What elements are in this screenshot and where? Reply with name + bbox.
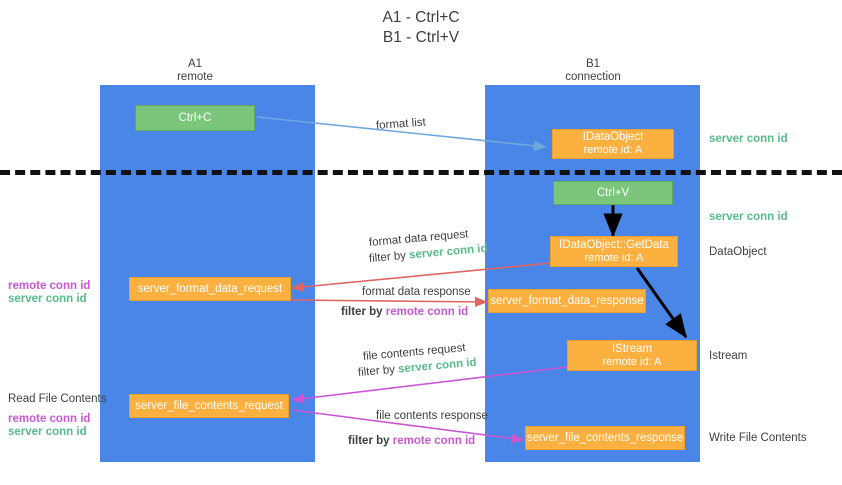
box-idataobject-getdata[interactable]: IDataObject::GetData remote id: A <box>550 236 678 267</box>
box-server-file-contents-request-label: server_file_contents_request <box>135 399 283 412</box>
box-server-file-contents-response[interactable]: server_file_contents_response <box>525 426 685 450</box>
arrow-file-contents-request <box>291 366 568 404</box>
note-server-conn-id-left-mid: server conn id <box>8 293 87 305</box>
note-istream: Istream <box>709 350 748 362</box>
arrow-format-list <box>256 116 547 151</box>
arrow-format-data-request <box>291 262 552 292</box>
note-remote-conn-id-mid: remote conn id <box>8 280 91 292</box>
lane-header-b1: B1 connection <box>523 58 663 84</box>
note-data-object: DataObject <box>709 246 767 258</box>
box-ctrl-c-label: Ctrl+C <box>178 111 212 124</box>
phase-divider <box>0 170 842 175</box>
title-line-2: B1 - Ctrl+V <box>382 29 460 46</box>
edge-label-file-contents-response-filter: filter by remote conn id <box>348 434 475 448</box>
lane-b1-sub: connection <box>565 71 621 83</box>
edge-label-format-data-response-filter: filter by remote conn id <box>341 305 468 319</box>
note-server-conn-id-top: server conn id <box>709 133 788 145</box>
box-server-format-data-response-label: server_format_data_response <box>490 294 644 307</box>
filter-value-remote-conn-id-2: remote conn id <box>392 435 476 447</box>
note-remote-conn-id-bottom: remote conn id <box>8 413 91 425</box>
box-server-format-data-request-label: server_format_data_request <box>137 282 283 295</box>
box-idataobject-line1: IDataObject <box>582 131 644 143</box>
filter-prefix-4: filter by <box>348 435 393 447</box>
lane-a1-sub: remote <box>177 71 213 83</box>
box-istream-line1: IStream <box>611 342 653 355</box>
title-line-1: A1 - Ctrl+C <box>382 9 460 26</box>
arrow-getdata-to-istream <box>635 267 688 339</box>
note-read-file-contents: Read File Contents <box>8 393 107 405</box>
lane-b1-name: B1 <box>585 58 601 70</box>
box-server-format-data-response[interactable]: server_format_data_response <box>488 289 646 313</box>
box-getdata-line2: remote id: A <box>584 251 644 264</box>
edge-label-file-contents-response: file contents response <box>376 410 488 422</box>
edge-label-format-data-response: format data response <box>362 286 471 298</box>
box-server-file-contents-request[interactable]: server_file_contents_request <box>129 394 289 418</box>
filter-prefix-2: filter by <box>341 306 386 318</box>
box-server-file-contents-response-label: server_file_contents_response <box>526 431 684 444</box>
arrow-file-contents-response <box>291 409 525 444</box>
lane-header-a1: A1 remote <box>125 58 265 84</box>
box-ctrl-v-label: Ctrl+V <box>596 186 630 199</box>
box-getdata-line1: IDataObject::GetData <box>559 238 669 251</box>
lane-a1-name: A1 <box>187 58 203 70</box>
note-server-conn-id-bottom: server conn id <box>8 426 87 438</box>
filter-value-remote-conn-id-1: remote conn id <box>385 306 469 318</box>
box-ctrl-c[interactable]: Ctrl+C <box>135 105 255 131</box>
box-idataobject-line2: remote id: A <box>583 144 643 156</box>
note-write-file-contents: Write File Contents <box>709 432 807 444</box>
box-ctrl-v[interactable]: Ctrl+V <box>553 181 673 205</box>
box-server-format-data-request[interactable]: server_format_data_request <box>129 277 291 301</box>
box-idataobject[interactable]: IDataObject remote id: A <box>552 129 674 159</box>
note-server-conn-id-mid: server conn id <box>709 211 788 223</box>
box-istream[interactable]: IStream remote id: A <box>567 340 697 371</box>
filter-prefix-3: filter by <box>357 363 399 379</box>
box-istream-line2: remote id: A <box>602 355 662 368</box>
filter-prefix-1: filter by <box>368 249 410 265</box>
arrow-format-data-response <box>291 296 488 307</box>
page-title: A1 - Ctrl+C B1 - Ctrl+V <box>0 8 842 48</box>
